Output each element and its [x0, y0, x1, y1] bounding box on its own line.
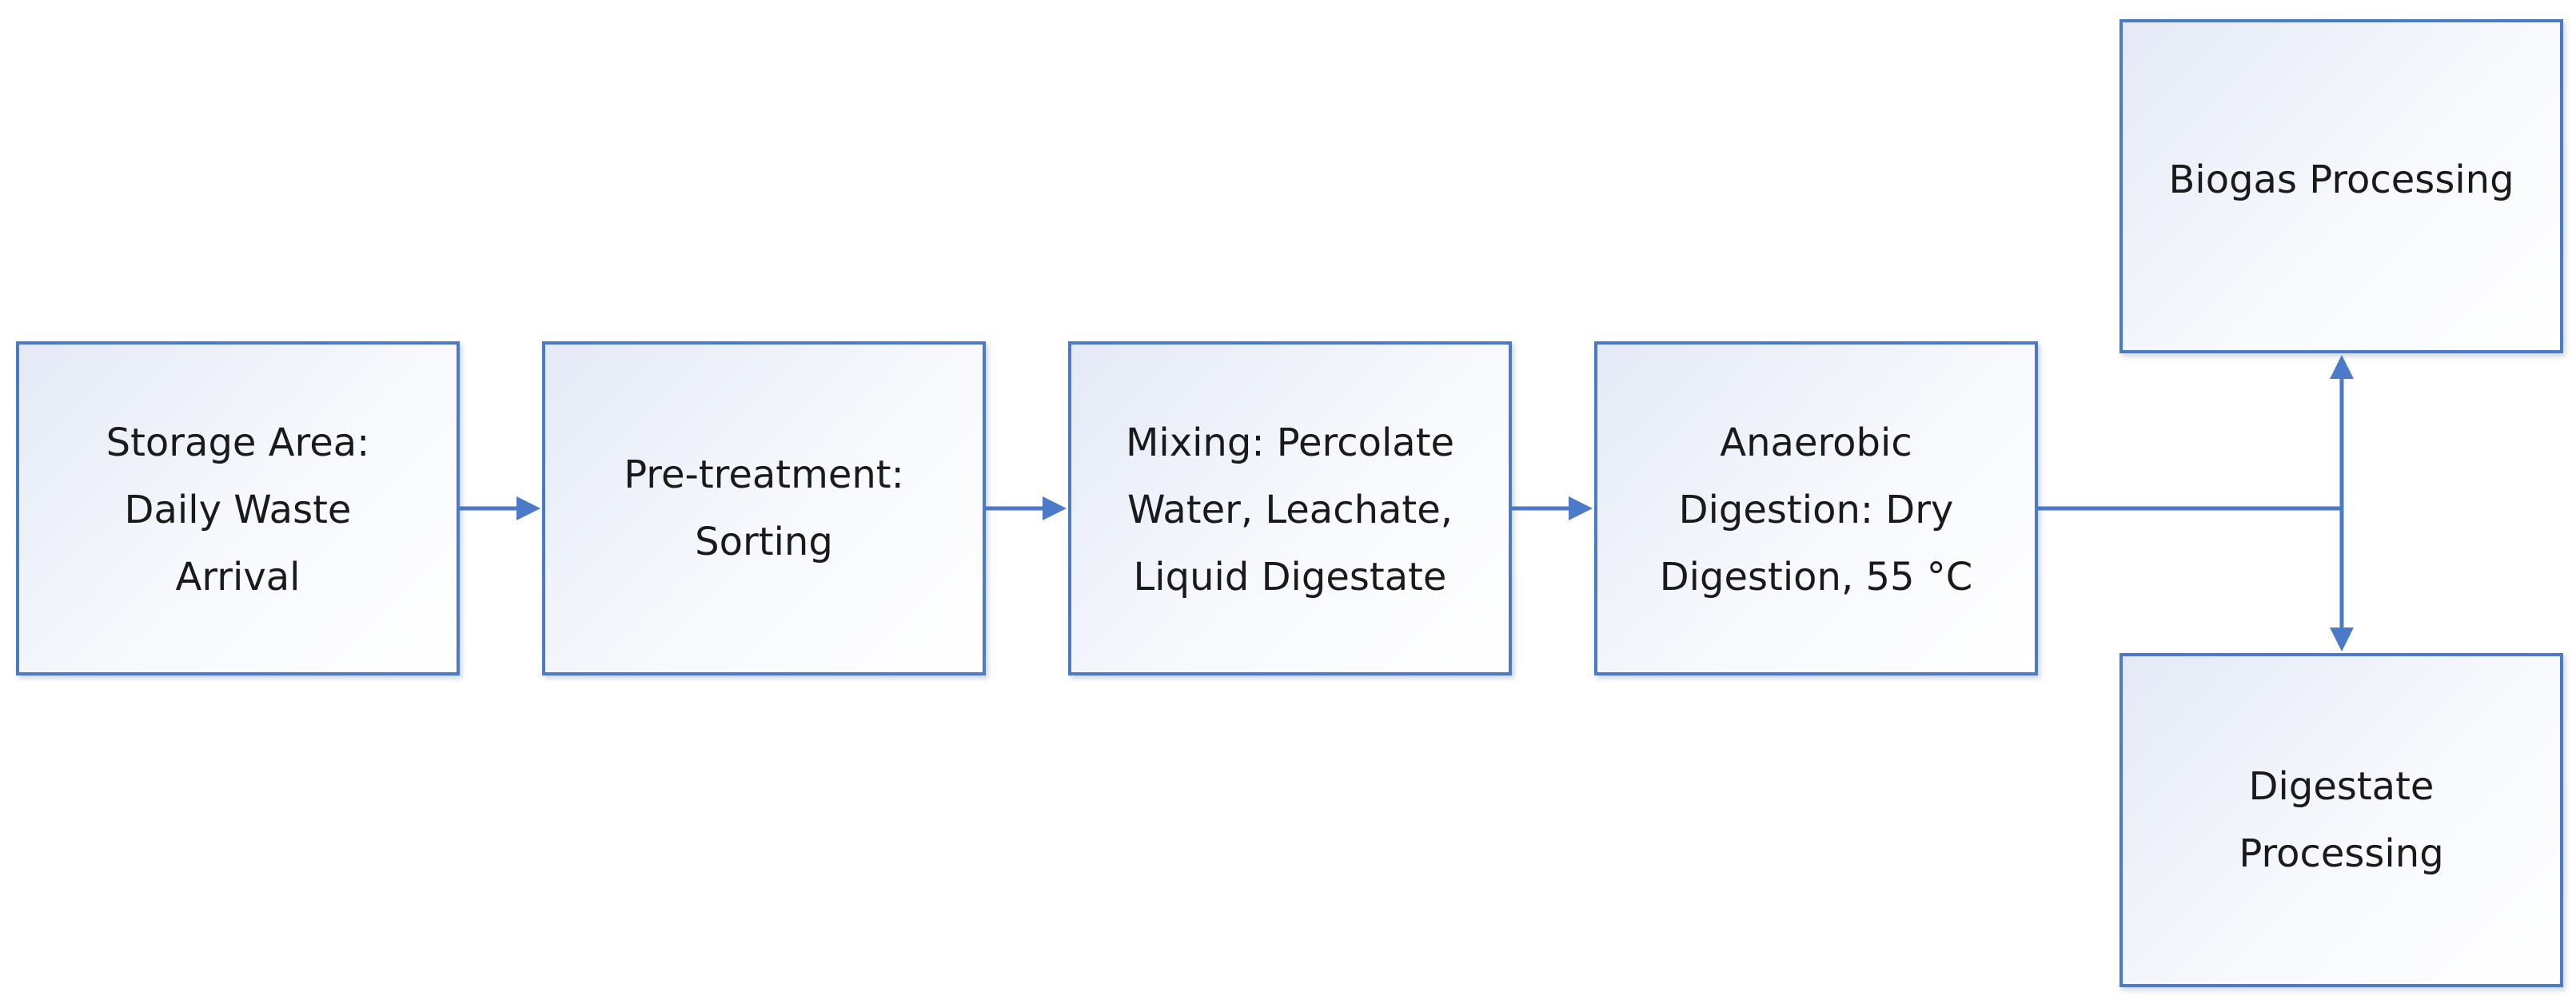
node-storage-area: Storage Area: Daily Waste Arrival [16, 341, 460, 675]
node-digestate-label: Digestate Processing [2239, 764, 2444, 876]
node-mixing-label: Mixing: Percolate Water, Leachate, Liqui… [1125, 420, 1455, 600]
node-pretreatment-label: Pre-treatment: Sorting [624, 452, 904, 564]
node-digestion-label: Anaerobic Digestion: Dry Digestion, 55 °… [1659, 420, 1973, 600]
node-biogas-processing: Biogas Processing [2119, 19, 2563, 353]
arrowhead-biogas [2330, 355, 2354, 379]
arrowhead-digestion [1569, 496, 1593, 520]
node-biogas-label: Biogas Processing [2168, 157, 2514, 202]
node-pre-treatment: Pre-treatment: Sorting [542, 341, 986, 675]
node-digestate-processing: Digestate Processing [2119, 653, 2563, 987]
arrowhead-digestate [2330, 627, 2354, 651]
node-storage-label: Storage Area: Daily Waste Arrival [106, 420, 370, 600]
arrowhead-pretreatment [516, 496, 540, 520]
node-anaerobic-digestion: Anaerobic Digestion: Dry Digestion, 55 °… [1594, 341, 2038, 675]
node-mixing: Mixing: Percolate Water, Leachate, Liqui… [1068, 341, 1512, 675]
arrowhead-mixing [1043, 496, 1067, 520]
